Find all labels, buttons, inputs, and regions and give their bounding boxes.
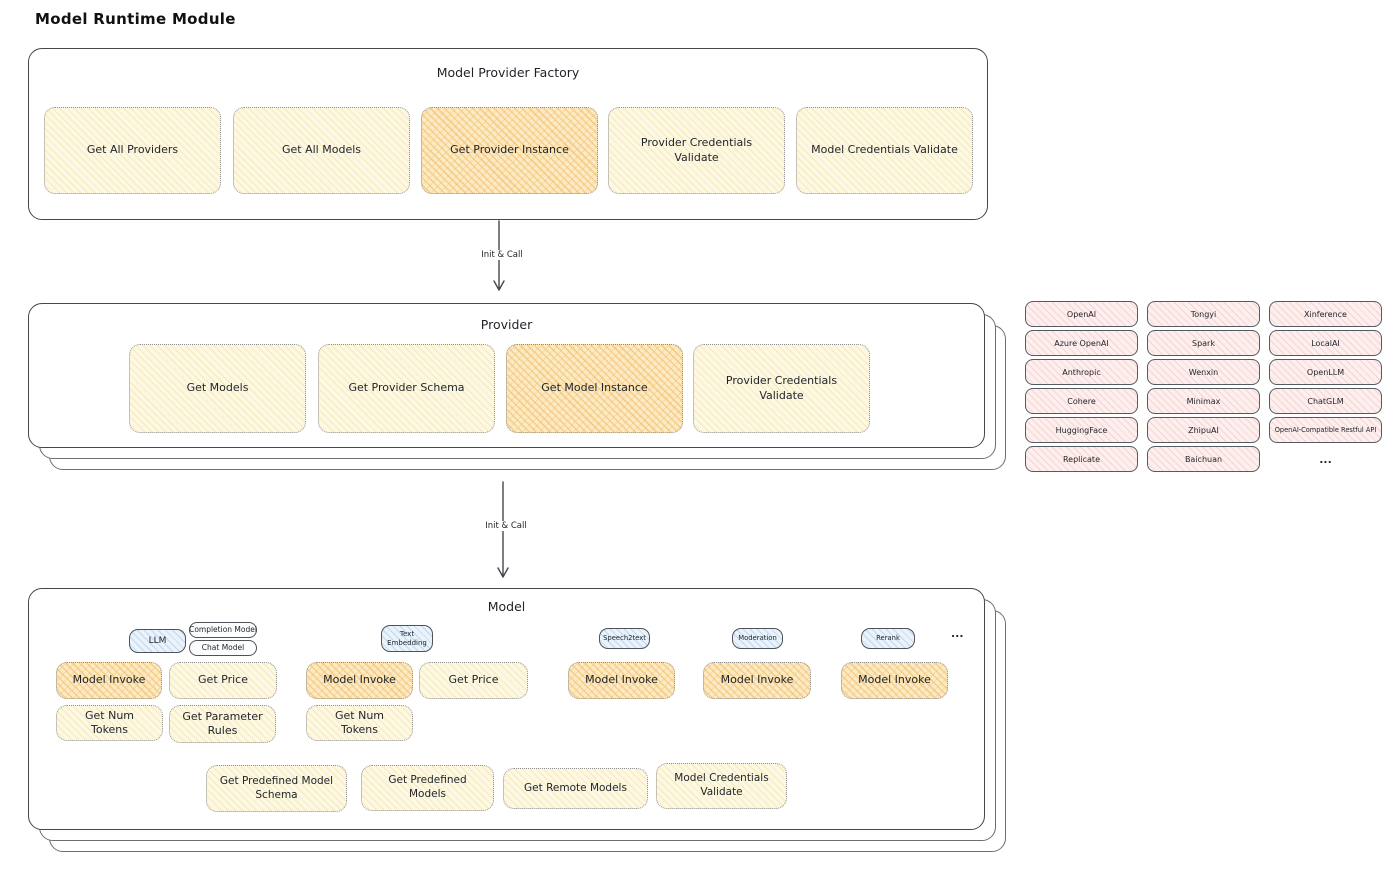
model-node-get-predefined-models: Get Predefined Models [361,765,494,811]
model-node-llm-model-invoke: Model Invoke [56,662,162,699]
provider-chip-tongyi: Tongyi [1147,301,1260,327]
provider-chip-wenxin: Wenxin [1147,359,1260,385]
provider-chip-anthropic: Anthropic [1025,359,1138,385]
model-node-get-remote-models: Get Remote Models [503,768,648,809]
model-node-text-embedding-get-price: Get Price [419,662,528,699]
arrow-label-init-call-1: Init & Call [461,250,543,260]
factory-node-provider-credentials-validate: Provider Credentials Validate [608,107,785,194]
provider-chip-baichuan: Baichuan [1147,446,1260,472]
model-node-text-embedding-get-num-tokens: Get Num Tokens [306,705,413,741]
provider-chip-minimax: Minimax [1147,388,1260,414]
provider-chip-openai-compatible-restful-api: OpenAI-Compatible Restful API [1269,417,1382,443]
provider-chip-openai: OpenAI [1025,301,1138,327]
factory-node-get-all-models: Get All Models [233,107,410,194]
model-node-get-predefined-model-schema: Get Predefined Model Schema [206,765,347,812]
page-title: Model Runtime Module [35,10,236,28]
model-node-llm-get-num-tokens: Get Num Tokens [56,705,163,741]
provider-node-provider-credentials-validate: Provider Credentials Validate [693,344,870,433]
factory-node-get-all-providers: Get All Providers [44,107,221,194]
model-subtab-completion-model: Completion Model [189,622,257,638]
model-tabs-ellipsis: ... [951,627,964,640]
arrow-label-init-call-2: Init & Call [465,521,547,531]
factory-node-model-credentials-validate: Model Credentials Validate [796,107,973,194]
model-title: Model [487,599,526,614]
model-tab-speech2text: Speech2text [599,628,650,649]
model-node-rerank-model-invoke: Model Invoke [841,662,948,699]
model-node-moderation-model-invoke: Model Invoke [703,662,811,699]
model-subtab-chat-model: Chat Model [189,640,257,656]
factory-box: Model Provider Factory Get All Providers… [28,48,988,220]
provider-chip-azure-openai: Azure OpenAI [1025,330,1138,356]
model-tab-moderation: Moderation [732,628,783,649]
model-tab-rerank: Rerank [861,628,915,649]
model-node-llm-get-price: Get Price [169,662,277,699]
model-tab-llm: LLM [129,629,186,653]
provider-chip-zhipuai: ZhipuAI [1147,417,1260,443]
factory-title: Model Provider Factory [436,65,580,80]
arrow-init-call-2 [497,481,509,578]
model-node-speech2text-model-invoke: Model Invoke [568,662,675,699]
provider-chip-xinference: Xinference [1269,301,1382,327]
provider-chip-replicate: Replicate [1025,446,1138,472]
provider-chip-spark: Spark [1147,330,1260,356]
provider-chip-huggingface: HuggingFace [1025,417,1138,443]
model-tab-text-embedding: Text Embedding [381,625,433,652]
provider-title: Provider [480,317,533,332]
provider-chip-openllm: OpenLLM [1269,359,1382,385]
provider-chip-cohere: Cohere [1025,388,1138,414]
provider-node-get-models: Get Models [129,344,306,433]
provider-node-get-provider-schema: Get Provider Schema [318,344,495,433]
model-node-model-credentials-validate: Model Credentials Validate [656,763,787,809]
provider-list-ellipsis: ... [1319,452,1332,466]
provider-chip-chatglm: ChatGLM [1269,388,1382,414]
model-node-llm-get-parameter-rules: Get Parameter Rules [169,705,276,743]
provider-chip-localai: LocalAI [1269,330,1382,356]
model-node-text-embedding-model-invoke: Model Invoke [306,662,413,699]
factory-node-get-provider-instance: Get Provider Instance [421,107,598,194]
provider-node-get-model-instance: Get Model Instance [506,344,683,433]
